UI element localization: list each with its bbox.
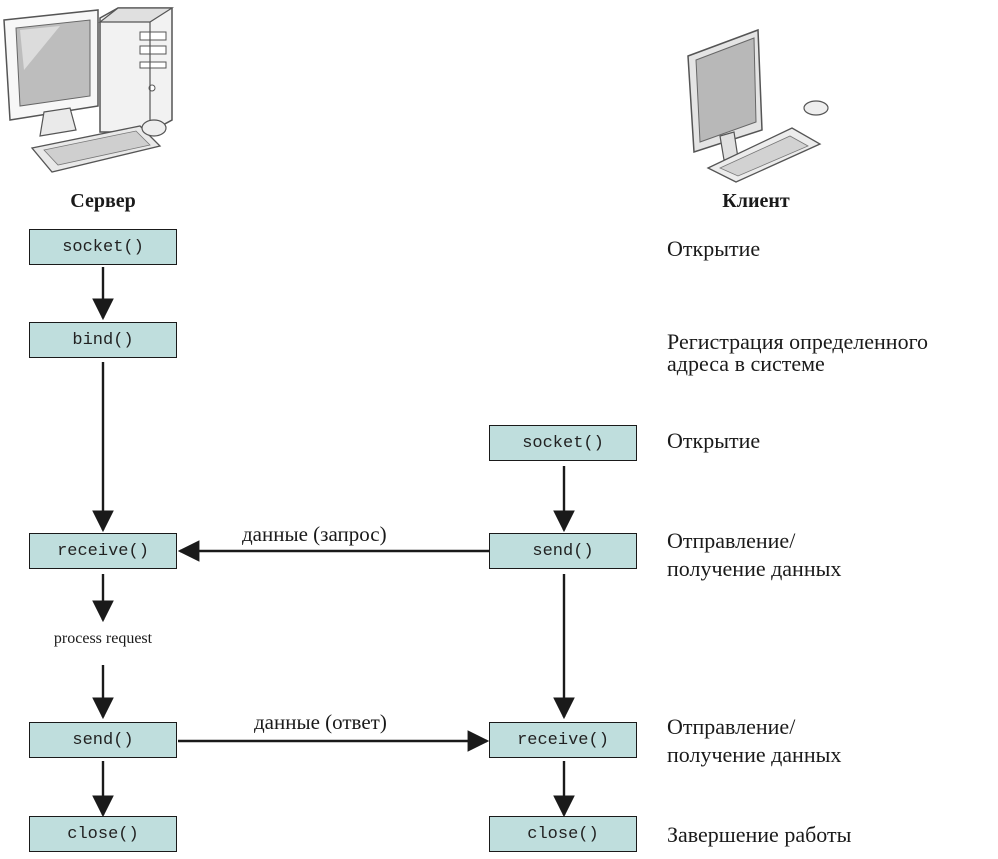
desc-open-client: Открытие — [667, 428, 761, 453]
server-computer-icon — [3, 7, 175, 173]
client-computer-icon — [687, 28, 829, 183]
desc-finish: Завершение работы — [667, 822, 852, 847]
server-bind-box: bind() — [29, 322, 177, 358]
desc-exchange2-line1: Отправление/ — [667, 714, 796, 739]
desc-exchange1-line1: Отправление/ — [667, 528, 796, 553]
client-receive-box: receive() — [489, 722, 637, 758]
process-request-label: process request — [53, 630, 153, 647]
desc-exchange2-line2: получение данных — [667, 742, 842, 767]
client-socket-box: socket() — [489, 425, 637, 461]
client-close-box: close() — [489, 816, 637, 852]
request-label: данные (запрос) — [242, 522, 387, 546]
client-title: Клиент — [722, 190, 790, 212]
server-close-box: close() — [29, 816, 177, 852]
server-send-box: send() — [29, 722, 177, 758]
server-title: Сервер — [70, 190, 136, 212]
desc-bind-line1: Регистрация определенного — [667, 329, 929, 354]
desc-bind-line2: адреса в системе — [667, 351, 825, 376]
client-send-box: send() — [489, 533, 637, 569]
response-label: данные (ответ) — [254, 710, 387, 734]
server-receive-box: receive() — [29, 533, 177, 569]
server-socket-box: socket() — [29, 229, 177, 265]
desc-open-server: Открытие — [667, 236, 761, 261]
desc-exchange1-line2: получение данных — [667, 556, 842, 581]
